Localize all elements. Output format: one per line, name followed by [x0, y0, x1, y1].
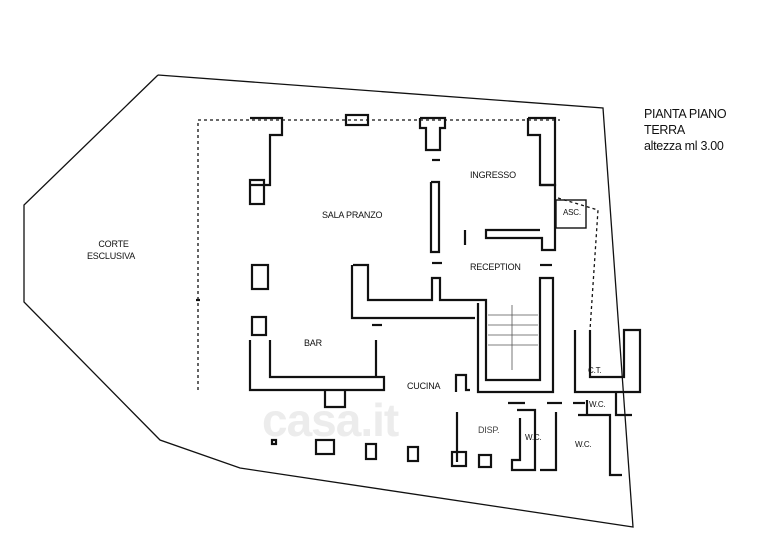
room-label-wc-3: W.C.: [575, 440, 592, 449]
stairs: [488, 305, 538, 370]
plan-title-line2: altezza ml 3.00: [644, 139, 724, 153]
room-label-wc-1: W.C.: [589, 400, 606, 409]
watermark: casa.it: [262, 394, 399, 446]
lot-boundary: [23, 74, 634, 528]
plan-title-line1: PIANTA PIANO TERRA: [644, 107, 727, 137]
building-outline-dashed: [197, 119, 560, 390]
corte-line1: CORTE: [98, 239, 129, 249]
plan-title: PIANTA PIANO TERRA altezza ml 3.00: [644, 106, 761, 154]
room-label-bar: BAR: [304, 338, 322, 348]
room-label-cucina: CUCINA: [407, 381, 441, 391]
room-label-corte-esclusiva: CORTE ESCLUSIVA: [87, 238, 135, 262]
room-label-wc-2: W.C.: [525, 433, 542, 442]
room-label-ct: C.T.: [588, 366, 602, 375]
corte-line2: ESCLUSIVA: [87, 251, 136, 261]
room-label-disp: DISP.: [478, 425, 500, 435]
walls: [196, 113, 642, 477]
elevator-shaft: [555, 199, 587, 229]
room-label-sala-pranzo: SALA PRANZO: [322, 210, 383, 220]
room-label-reception: RECEPTION: [470, 262, 521, 272]
dashed-wall: [557, 197, 599, 331]
room-label-ingresso: INGRESSO: [470, 170, 516, 180]
room-label-asc: ASC.: [563, 208, 581, 217]
